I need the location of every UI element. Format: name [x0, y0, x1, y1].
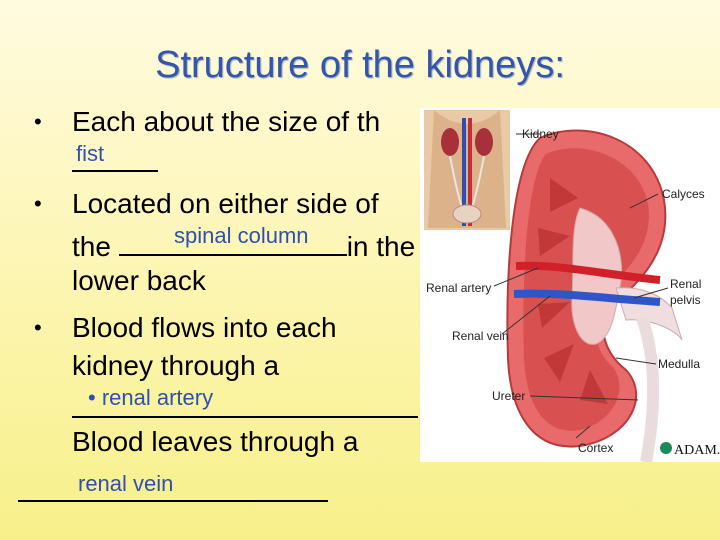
label-renal-vein: Renal vein — [452, 329, 509, 343]
answer-fist: fist — [76, 141, 105, 166]
label-renal-artery: Renal artery — [426, 281, 491, 295]
blank-fist — [72, 146, 158, 179]
blank-vein — [18, 476, 328, 509]
line-kidney-size: Each about the size of th — [72, 106, 381, 137]
kidney-diagram: Kidney Calyces Renal artery Renal pelvis… — [420, 108, 720, 462]
line-blood-leaves: Blood leaves through a — [72, 426, 359, 457]
label-medulla: Medulla — [658, 357, 700, 371]
slide-title: Structure of the kidneys: — [155, 44, 565, 86]
bullet-glyph: • — [34, 315, 42, 340]
blank-artery — [72, 392, 418, 425]
label-cortex: Cortex — [578, 441, 613, 455]
label-ureter: Ureter — [492, 389, 525, 403]
blank-spinal — [118, 230, 347, 256]
logo-text: ADAM. — [674, 443, 720, 458]
line-kidney-through: kidney through a — [72, 350, 280, 381]
label-renal-pelvis-line1: Renal — [670, 277, 701, 291]
line-spinal-suffix: in the — [346, 231, 416, 262]
line-located: Located on either side of — [72, 188, 379, 219]
kidney-cross-section — [506, 129, 683, 462]
line-spinal-prefix: the — [72, 231, 119, 262]
bullet-glyph: • — [34, 191, 42, 216]
label-renal-pelvis-line2: pelvis — [670, 293, 701, 307]
label-kidney: Kidney — [522, 127, 559, 141]
answer-spinal-column: spinal column — [174, 223, 309, 248]
line-blood-flows: Blood flows into each — [72, 312, 337, 343]
line-lower-back: lower back — [72, 265, 206, 296]
label-calyces: Calyces — [662, 187, 705, 201]
answer-renal-artery: • renal artery — [88, 385, 214, 410]
bullet-glyph: • — [34, 109, 42, 134]
adam-logo: ADAM. — [660, 442, 720, 458]
body-inset-image — [424, 110, 510, 230]
line-spinal: the in the — [72, 230, 415, 263]
answer-renal-vein: renal vein — [78, 471, 174, 496]
